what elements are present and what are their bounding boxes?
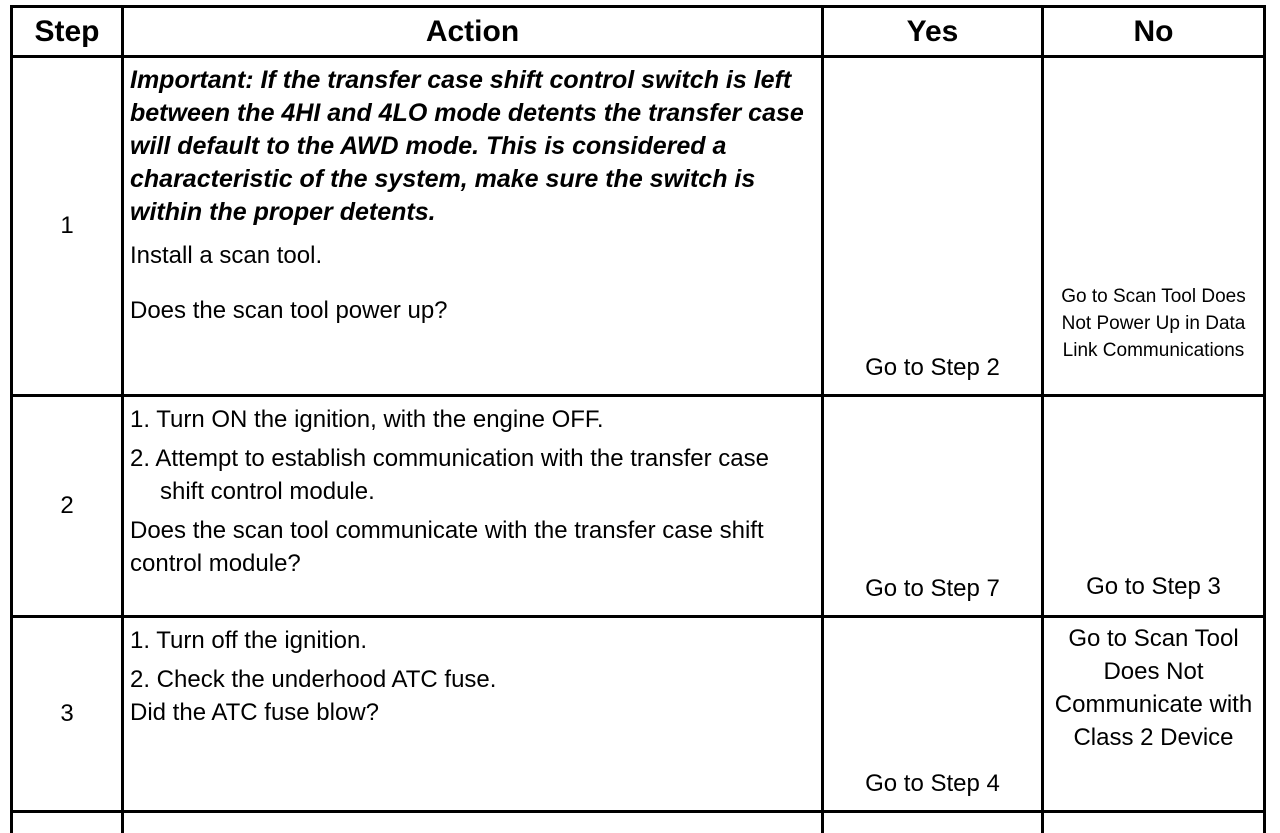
yes-cell: Go to Step 4 xyxy=(823,617,1043,812)
action-item: 2. Check the underhood ATC fuse. xyxy=(130,663,815,696)
step-number: 2 xyxy=(12,396,123,617)
table-row-partial xyxy=(12,812,1265,833)
table-row: 1 Important: If the transfer case shift … xyxy=(12,57,1265,396)
diagnostic-table: Step Action Yes No 1 Important: If the t… xyxy=(10,5,1266,833)
table-row: 2 1. Turn ON the ignition, with the engi… xyxy=(12,396,1265,617)
header-no: No xyxy=(1043,7,1265,57)
no-cell: Go to Scan Tool Does Not Power Up in Dat… xyxy=(1043,57,1265,396)
action-question: Does the scan tool communicate with the … xyxy=(130,514,815,580)
step-number: 1 xyxy=(12,57,123,396)
header-row: Step Action Yes No xyxy=(12,7,1265,57)
important-note: Important: If the transfer case shift co… xyxy=(130,64,815,229)
no-cell: Go to Step 3 xyxy=(1043,396,1265,617)
header-action: Action xyxy=(123,7,823,57)
action-item: 1. Turn ON the ignition, with the engine… xyxy=(130,403,815,436)
no-cell: Go to Scan Tool Does Not Communicate wit… xyxy=(1043,617,1265,812)
cell-empty xyxy=(1043,812,1265,833)
action-cell: 1. Turn ON the ignition, with the engine… xyxy=(123,396,823,617)
action-question: Did the ATC fuse blow? xyxy=(130,696,815,729)
cell-empty xyxy=(823,812,1043,833)
action-cell: Important: If the transfer case shift co… xyxy=(123,57,823,396)
action-line: Install a scan tool. xyxy=(130,239,815,272)
header-yes: Yes xyxy=(823,7,1043,57)
table-row: 3 1. Turn off the ignition. 2. Check the… xyxy=(12,617,1265,812)
action-cell: 1. Turn off the ignition. 2. Check the u… xyxy=(123,617,823,812)
action-item: 2. Attempt to establish communication wi… xyxy=(130,442,815,508)
header-step: Step xyxy=(12,7,123,57)
yes-cell: Go to Step 7 xyxy=(823,396,1043,617)
yes-cell: Go to Step 2 xyxy=(823,57,1043,396)
action-item: 1. Turn off the ignition. xyxy=(130,624,815,657)
action-question: Does the scan tool power up? xyxy=(130,294,815,327)
step-number: 3 xyxy=(12,617,123,812)
cell-empty xyxy=(12,812,123,833)
cell-empty xyxy=(123,812,823,833)
